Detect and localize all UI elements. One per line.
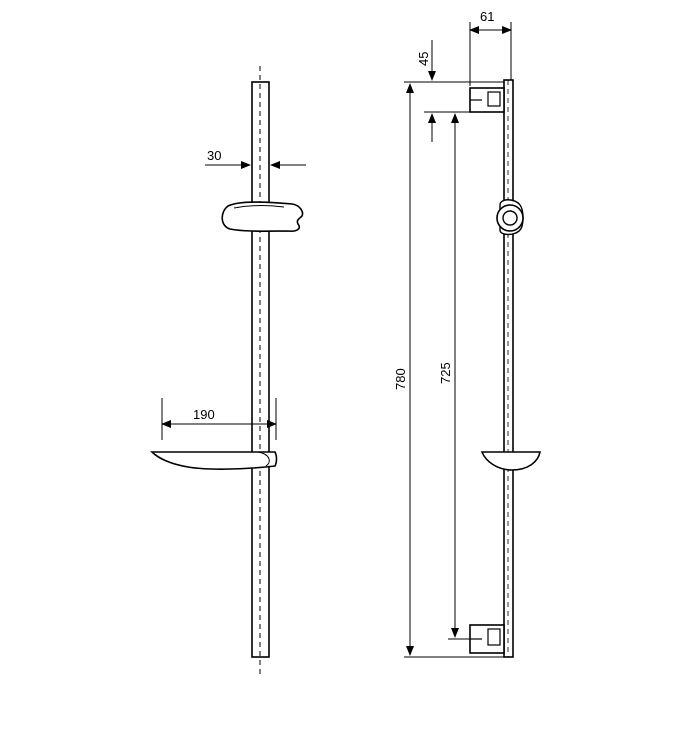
side-view: 61 45 725 780 [393, 9, 541, 658]
dim-label-30: 30 [207, 148, 221, 163]
dim-total-length: 780 [393, 83, 414, 656]
dim-top-bracket-offset: 45 [416, 40, 436, 142]
dim-wall-offset: 61 [469, 9, 512, 86]
soap-dish [150, 451, 278, 470]
dim-label-61: 61 [480, 9, 494, 24]
front-view: 30 190 [150, 66, 306, 676]
handset-holder [221, 201, 304, 232]
side-handset-holder [496, 199, 524, 236]
dim-rail-diameter: 30 [205, 148, 306, 169]
dim-label-190: 190 [193, 407, 215, 422]
side-soap-dish [480, 451, 541, 471]
dim-label-725: 725 [438, 362, 453, 384]
dim-label-45: 45 [416, 52, 431, 66]
side-rail [503, 79, 514, 658]
bottom-bracket [469, 624, 505, 654]
dim-label-780: 780 [393, 368, 408, 390]
top-bracket [469, 87, 505, 113]
dim-bracket-spacing: 725 [438, 113, 459, 638]
dim-soap-dish-reach: 190 [161, 398, 277, 440]
